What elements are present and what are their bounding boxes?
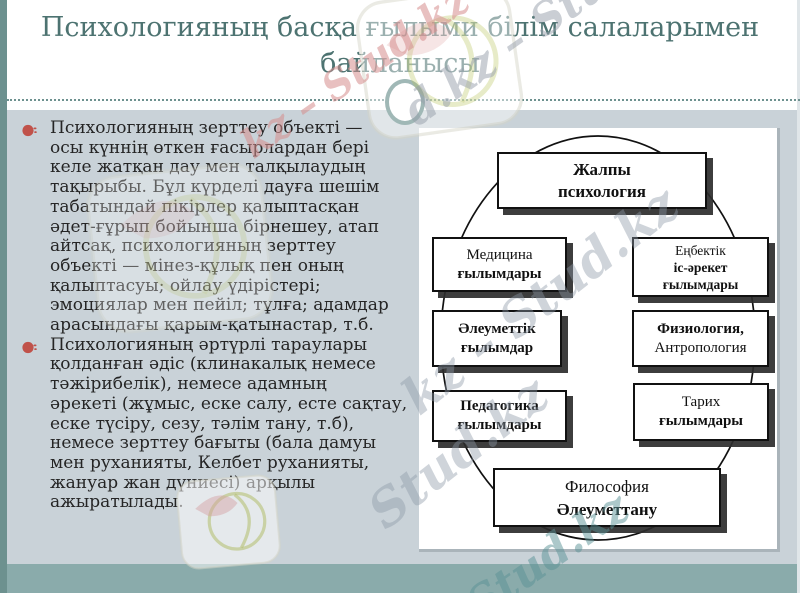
text-line: қолданған әдіс (клинакалық немесе bbox=[50, 354, 376, 375]
text-line: эмоциялар мен пейіл; тұлға; адамдар bbox=[50, 295, 389, 316]
text-line: қалыптасуы; ойлау үдірістері; bbox=[50, 275, 321, 296]
box-line: ғылымдары bbox=[457, 265, 542, 282]
diagram-box-enbektik: Еңбектік іс-әрекет ғылымдары bbox=[632, 237, 769, 297]
text-line: жануар жан дүниесі) арқылы bbox=[50, 472, 316, 493]
box-line: Антропология bbox=[654, 339, 747, 356]
box-line: Жалпы bbox=[573, 159, 631, 179]
text-line: мен руханияты, Келбет руханияты, bbox=[50, 452, 370, 473]
text-line: әрекеті (жұмыс, еске салу, есте сақтау, bbox=[50, 393, 408, 414]
divider-circle-ornament bbox=[385, 79, 425, 125]
box-line: Тарих bbox=[681, 394, 721, 410]
box-line: психология bbox=[557, 181, 646, 201]
diagram-box-medicina: Медицина ғылымдары bbox=[432, 237, 567, 292]
box-line: Әлеуметтік bbox=[458, 320, 536, 337]
right-edge-strip bbox=[797, 0, 800, 593]
box-line: Әлеуметтану bbox=[556, 499, 658, 519]
box-line: ғылымдары bbox=[662, 276, 739, 292]
box-line: Философия bbox=[565, 476, 649, 496]
text-line: Психологияның әртүрлі тараулары bbox=[50, 334, 368, 355]
text-line: айтсақ, психологияның зерттеу bbox=[50, 236, 336, 257]
text-line: немесе зерттеу бағыты (бала дамуы bbox=[50, 433, 376, 454]
box-line: Еңбектік bbox=[675, 242, 726, 258]
text-line: тәжірибелік), немесе адамның bbox=[50, 374, 327, 395]
text-line: осы күннің өткен ғасырлардан бері bbox=[50, 137, 370, 158]
text-line: объекті — мінез-құлық пен оның bbox=[50, 255, 344, 276]
speaking-head-bullet-icon bbox=[22, 340, 37, 359]
diagram-box-fiziologia: Физиология, Антропология bbox=[632, 310, 769, 367]
text-line: келе жатқан дау мен талқылаудың bbox=[50, 157, 366, 178]
speaking-head-bullet-icon bbox=[22, 123, 37, 142]
diagram-box-aleumettik: Әлеуметтік ғылымдар bbox=[432, 310, 562, 367]
text-line: әдет-ғұрып бойынша бірнешеу, атап bbox=[50, 216, 380, 237]
text-line: тақырыбы. Бұл күрделі дауға шешім bbox=[50, 177, 380, 198]
diagram-panel: Жалпы психология Медицина ғылымдары Еңбе… bbox=[419, 128, 780, 552]
text-line: ажыратылады. bbox=[50, 492, 184, 513]
bullet-list: Психологияның зерттеу объекті —осы күнні… bbox=[22, 118, 422, 513]
box-line: іс-әрекет bbox=[673, 259, 728, 275]
diagram-box-filosofia: Философия Әлеуметтану bbox=[493, 468, 721, 527]
box-line: Физиология, bbox=[657, 320, 744, 337]
diagram-box-pedagogika: Педагогика ғылымдары bbox=[432, 390, 567, 442]
text-line: Психологияның зерттеу объекті — bbox=[50, 118, 363, 138]
box-line: ғылымдар bbox=[460, 339, 534, 356]
text-line: арасындағы қарым-қатынастар, т.б. bbox=[50, 315, 374, 336]
page-title-line-2: байланысы bbox=[320, 48, 480, 79]
page-title-line-1: Психологияның басқа ғылыми білім салалар… bbox=[40, 12, 760, 43]
bullet-item: Психологияның зерттеу объекті —осы күнні… bbox=[22, 118, 422, 336]
page-title: Психологияның басқа ғылыми білім салалар… bbox=[30, 10, 770, 82]
bullet-text: Психологияның зерттеу объекті —осы күнні… bbox=[50, 118, 422, 336]
box-line: ғылымдары bbox=[658, 413, 743, 429]
diagram-box-tarih: Тарих ғылымдары bbox=[633, 383, 769, 441]
text-line: табатындай пікірлер қалыптасқан bbox=[50, 196, 360, 217]
left-accent-strip bbox=[0, 0, 7, 593]
box-line: Педагогика bbox=[460, 398, 539, 414]
text-line: еске түсіру, сезу, тәлім тану, т.б), bbox=[50, 413, 355, 434]
box-line: Медицина bbox=[466, 246, 533, 263]
diagram-box-zhalpy-psihologia: Жалпы психология bbox=[497, 152, 707, 209]
footer-bar bbox=[7, 564, 800, 593]
box-line: ғылымдары bbox=[457, 417, 542, 433]
